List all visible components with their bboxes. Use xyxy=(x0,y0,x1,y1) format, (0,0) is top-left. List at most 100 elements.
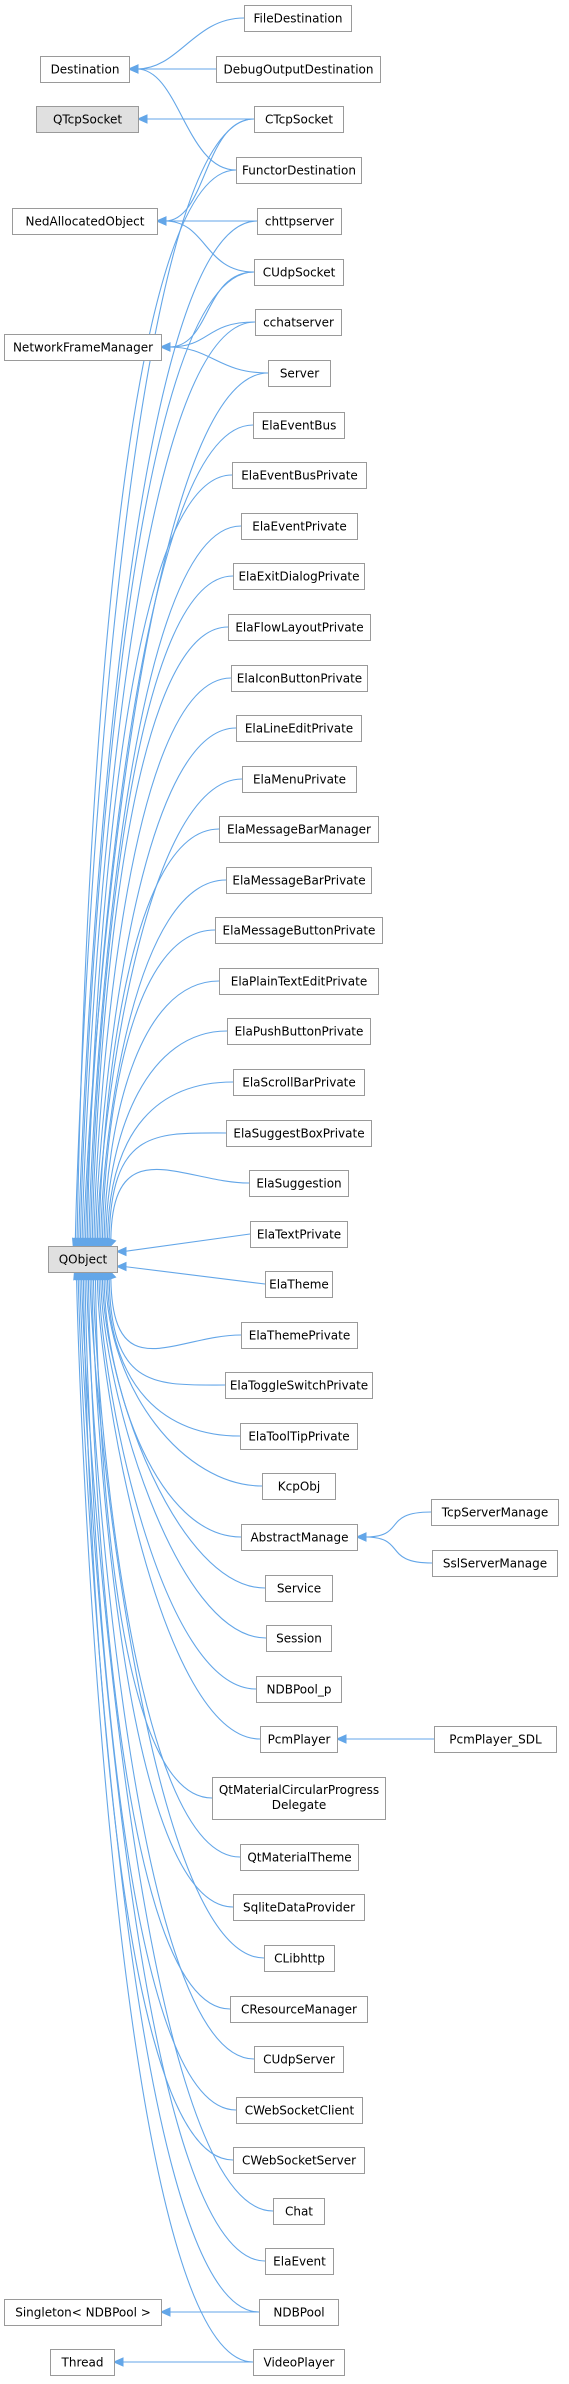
class-node-elaflowlayoutprivate[interactable]: ElaFlowLayoutPrivate xyxy=(228,614,371,641)
inheritance-edge-n13-to-n30 xyxy=(85,424,254,1240)
class-node-box xyxy=(240,1423,358,1450)
class-node-label: ElaEventBusPrivate xyxy=(241,469,358,483)
class-node-elaplaintexteditprivate[interactable]: ElaPlainTextEditPrivate xyxy=(219,968,379,995)
class-node-elaexitdialogprivate[interactable]: ElaExitDialogPrivate xyxy=(233,563,365,590)
class-node-box xyxy=(225,1372,373,1399)
class-node-label: ElaFlowLayoutPrivate xyxy=(235,621,363,635)
class-node-elamessagebuttonprivate[interactable]: ElaMessageButtonPrivate xyxy=(215,917,383,944)
class-node-elaeventbus[interactable]: ElaEventBus xyxy=(253,412,345,439)
class-node-elamenuprivate[interactable]: ElaMenuPrivate xyxy=(242,766,357,793)
class-node-pcmplayer-sdl[interactable]: PcmPlayer_SDL xyxy=(434,1726,557,1753)
class-node-qobject[interactable]: QObject xyxy=(48,1246,118,1273)
class-node-box xyxy=(432,1550,558,1577)
class-node-elapushbuttonprivate[interactable]: ElaPushButtonPrivate xyxy=(227,1018,371,1045)
class-node-elascrollbarprivate[interactable]: ElaScrollBarPrivate xyxy=(233,1069,365,1096)
class-node-cwebsocketserver[interactable]: CWebSocketServer xyxy=(233,2147,365,2174)
class-node-label: ElaMessageBarManager xyxy=(227,823,371,837)
inheritance-edge-n14-to-n30 xyxy=(86,474,233,1240)
class-node-box xyxy=(219,968,379,995)
class-node-server[interactable]: Server xyxy=(268,360,331,387)
inheritance-edge-n41-to-n30 xyxy=(98,1278,257,1690)
class-node-box xyxy=(228,614,371,641)
class-node-cchatserver[interactable]: cchatserver xyxy=(255,309,342,336)
class-node-functordestination[interactable]: FunctorDestination xyxy=(236,157,362,184)
class-node-elalineeditprivate[interactable]: ElaLineEditPrivate xyxy=(236,715,362,742)
class-node-networkframemanager[interactable]: NetworkFrameManager xyxy=(4,334,162,361)
class-node-destination[interactable]: Destination xyxy=(40,56,130,83)
class-node-label: NedAllocatedObject xyxy=(26,215,145,229)
class-node-box xyxy=(233,1069,365,1096)
class-node-box xyxy=(255,309,342,336)
class-node-cwebsocketclient[interactable]: CWebSocketClient xyxy=(236,2097,363,2124)
class-node-clibhttp[interactable]: CLibhttp xyxy=(264,1945,335,1972)
class-node-elaeventprivate[interactable]: ElaEventPrivate xyxy=(241,513,358,540)
class-node-box xyxy=(254,106,344,133)
inheritance-edge-n24-to-n30 xyxy=(103,980,220,1240)
class-node-pcmplayer[interactable]: PcmPlayer xyxy=(260,1726,338,1753)
class-node-qtcpsocket[interactable]: QTcpSocket xyxy=(36,106,139,133)
class-node-label: KcpObj xyxy=(278,1480,320,1494)
class-node-abstractmanage[interactable]: AbstractManage xyxy=(241,1524,358,1551)
class-node-label: ElaToolTipPrivate xyxy=(248,1430,349,1444)
class-node-label: NetworkFrameManager xyxy=(13,341,153,355)
class-node-kcpobj[interactable]: KcpObj xyxy=(262,1473,336,1500)
class-node-box xyxy=(236,2097,363,2124)
class-node-ndbpool-p[interactable]: NDBPool_p xyxy=(256,1676,342,1703)
arrowhead-n38-to-n36 xyxy=(355,1532,367,1542)
class-node-service[interactable]: Service xyxy=(265,1575,333,1602)
class-node-elatheme[interactable]: ElaTheme xyxy=(265,1271,333,1298)
class-node-nedallocatedobject[interactable]: NedAllocatedObject xyxy=(12,208,158,235)
inheritance-edge-n39-to-n30 xyxy=(101,1278,266,1589)
class-node-label: ElaEventPrivate xyxy=(252,520,346,534)
class-node-ndbpool[interactable]: NDBPool xyxy=(259,2299,339,2326)
class-node-videoplayer[interactable]: VideoPlayer xyxy=(253,2349,345,2376)
class-node-label: SslServerManage xyxy=(443,1557,547,1571)
class-node-thread[interactable]: Thread xyxy=(50,2349,115,2376)
inheritance-edge-n19-to-n30 xyxy=(95,727,237,1240)
arrowhead-n28-to-n30 xyxy=(107,1237,117,1250)
class-node-tcpservermanage[interactable]: TcpServerManage xyxy=(431,1499,559,1526)
class-node-box xyxy=(244,5,352,32)
edges-layer xyxy=(72,17,434,2367)
class-node-elatoggleswitchprivate[interactable]: ElaToggleSwitchPrivate xyxy=(225,1372,373,1399)
class-node-session[interactable]: Session xyxy=(266,1625,332,1652)
class-node-box xyxy=(253,412,345,439)
class-node-sslservermanage[interactable]: SslServerManage xyxy=(432,1550,558,1577)
class-node-elamessagebarprivate[interactable]: ElaMessageBarPrivate xyxy=(226,867,372,894)
class-node-chttpserver[interactable]: chttpserver xyxy=(257,208,342,235)
class-node-box xyxy=(249,1170,349,1197)
class-node-label: AbstractManage xyxy=(250,1531,348,1545)
class-node-elathemeprivate[interactable]: ElaThemePrivate xyxy=(241,1322,358,1349)
class-node-elaeventbusprivate[interactable]: ElaEventBusPrivate xyxy=(232,462,367,489)
class-node-chat[interactable]: Chat xyxy=(273,2198,325,2225)
class-node-sqlitedataprovider[interactable]: SqliteDataProvider xyxy=(233,1894,365,1921)
class-node-box xyxy=(226,1120,372,1147)
class-node-qtmaterialtheme[interactable]: QtMaterialTheme xyxy=(240,1844,359,1871)
inheritance-edge-n37-to-n36 xyxy=(364,1511,432,1538)
class-node-cresourcemanager[interactable]: CResourceManager xyxy=(230,1996,368,2023)
class-node-elatextprivate[interactable]: ElaTextPrivate xyxy=(250,1221,348,1248)
class-node-label: QTcpSocket xyxy=(53,113,122,127)
inheritance-edge-n12-to-n30 xyxy=(83,372,269,1240)
class-node-elamessagebarmanager[interactable]: ElaMessageBarManager xyxy=(219,816,379,843)
inheritance-edge-n21-to-n30 xyxy=(98,828,220,1240)
class-node-box xyxy=(434,1726,557,1753)
class-node-elasuggestboxprivate[interactable]: ElaSuggestBoxPrivate xyxy=(226,1120,372,1147)
inheritance-edge-n42-to-n30 xyxy=(96,1278,261,1740)
class-node-singleton-ndbpool[interactable]: Singleton< NDBPool > xyxy=(4,2299,162,2326)
class-node-box xyxy=(233,563,365,590)
class-node-box xyxy=(232,462,367,489)
class-node-elasuggestion[interactable]: ElaSuggestion xyxy=(249,1170,349,1197)
class-node-box xyxy=(212,1777,386,1820)
class-node-elaiconbuttonprivate[interactable]: ElaIconButtonPrivate xyxy=(231,665,368,692)
inheritance-edge-n55-to-n30 xyxy=(77,1278,260,2313)
class-node-cudpsocket[interactable]: CUdpSocket xyxy=(254,259,344,286)
class-node-elatooltipprivate[interactable]: ElaToolTipPrivate xyxy=(240,1423,358,1450)
class-node-elaevent[interactable]: ElaEvent xyxy=(265,2248,334,2275)
class-node-ctcpsocket[interactable]: CTcpSocket xyxy=(254,106,344,133)
class-node-debugoutputdestination[interactable]: DebugOutputDestination xyxy=(216,56,381,83)
class-node-cudpserver[interactable]: CUdpServer xyxy=(254,2046,344,2073)
class-node-label: NDBPool xyxy=(273,2306,324,2320)
class-node-filedestination[interactable]: FileDestination xyxy=(244,5,352,32)
